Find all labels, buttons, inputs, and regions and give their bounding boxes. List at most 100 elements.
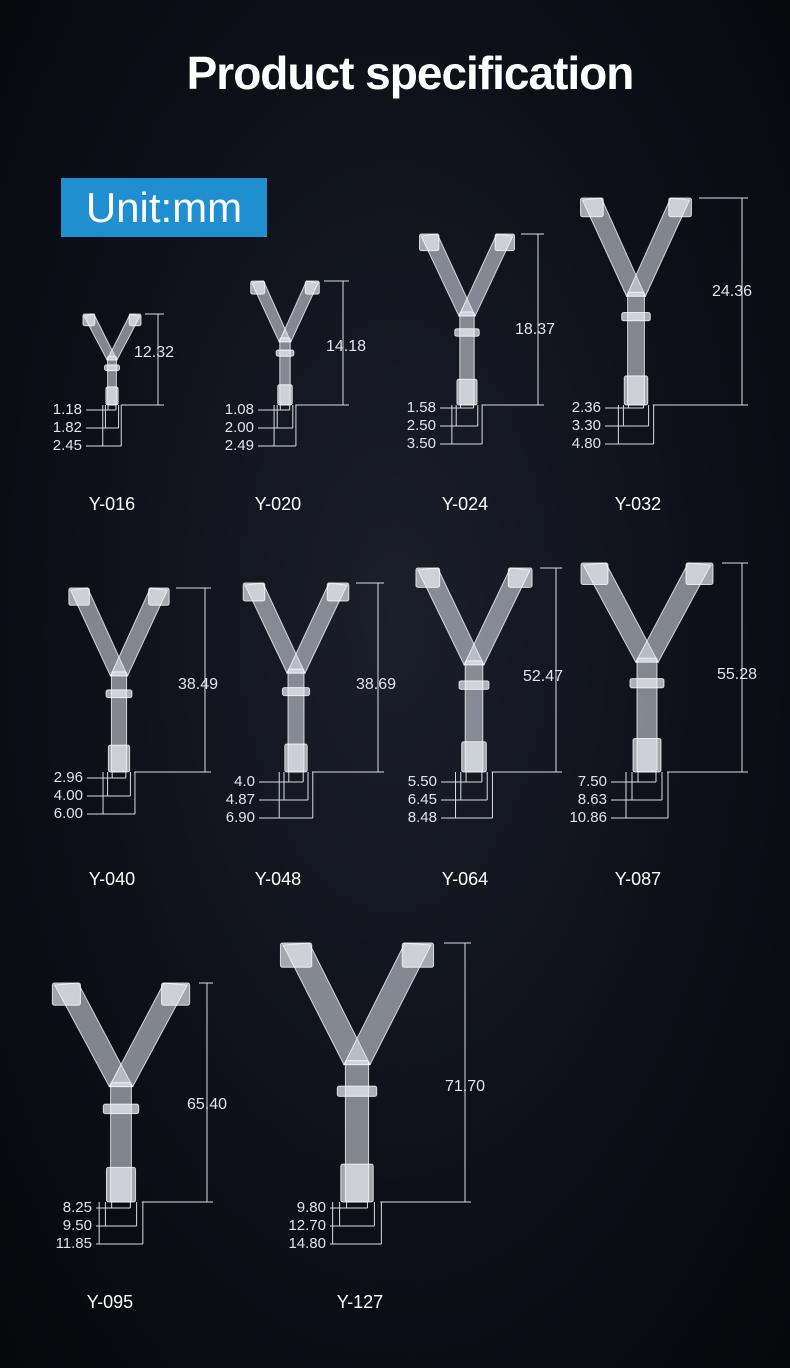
barb-tip bbox=[68, 587, 90, 606]
width-dimension: 9.50 bbox=[62, 1217, 92, 1234]
barb-tip bbox=[415, 567, 441, 588]
width-dimension: 1.82 bbox=[52, 419, 82, 436]
barb-tip bbox=[461, 741, 487, 773]
left-barb bbox=[582, 562, 660, 663]
width-dimension: 7.50 bbox=[577, 773, 607, 790]
barb-tip bbox=[304, 280, 320, 295]
width-dimension: 8.63 bbox=[577, 791, 607, 808]
model-label: Y-087 bbox=[614, 869, 662, 889]
height-dimension: 12.32 bbox=[134, 344, 175, 361]
left-barb bbox=[69, 587, 129, 677]
width-dimension: 4.80 bbox=[571, 435, 601, 452]
left-barb bbox=[83, 313, 118, 361]
barb-tip bbox=[632, 738, 662, 773]
width-dimension: 4.00 bbox=[53, 787, 83, 804]
width-dimension: 11.85 bbox=[55, 1235, 92, 1252]
height-dimension: 24.36 bbox=[712, 283, 753, 300]
model-label: Y-024 bbox=[441, 494, 489, 514]
width-dimension: 4.0 bbox=[234, 773, 255, 790]
barb-tip bbox=[326, 582, 350, 602]
barb-tip bbox=[250, 280, 266, 295]
width-dimension: 2.49 bbox=[224, 437, 254, 454]
right-barb bbox=[625, 197, 691, 297]
right-barb bbox=[286, 582, 348, 674]
right-barb bbox=[634, 562, 712, 663]
width-dimension: 2.45 bbox=[52, 437, 82, 454]
width-dimension: 3.50 bbox=[406, 435, 436, 452]
unit-badge: Unit:mm bbox=[61, 178, 267, 237]
barb-tip bbox=[107, 744, 131, 773]
stem-barb bbox=[107, 355, 117, 406]
left-barb bbox=[53, 982, 134, 1088]
barb-tip bbox=[105, 386, 119, 406]
width-dimension: 14.80 bbox=[288, 1235, 326, 1252]
left-barb bbox=[417, 567, 485, 666]
left-barb bbox=[581, 197, 647, 297]
barb-tip bbox=[401, 942, 435, 968]
model-label: Y-095 bbox=[86, 1292, 134, 1312]
left-barb bbox=[282, 942, 371, 1066]
collar-ring bbox=[105, 689, 133, 699]
height-dimension: 38.49 bbox=[178, 676, 219, 693]
barb-tip bbox=[128, 313, 142, 327]
width-dimension: 9.80 bbox=[296, 1199, 326, 1216]
height-dimension: 18.37 bbox=[515, 321, 556, 338]
collar-ring bbox=[454, 328, 480, 337]
collar-ring bbox=[275, 349, 295, 357]
barb-tip bbox=[494, 233, 516, 252]
barb-tip bbox=[148, 587, 170, 606]
right-barb bbox=[106, 313, 141, 361]
collar-ring bbox=[629, 678, 665, 689]
barb-tip bbox=[685, 562, 714, 585]
right-barb bbox=[463, 567, 531, 666]
left-barb bbox=[244, 582, 306, 674]
page-title: Product specification bbox=[186, 47, 635, 99]
width-dimension: 6.00 bbox=[53, 805, 83, 822]
left-barb bbox=[251, 280, 292, 343]
width-dimension: 1.58 bbox=[406, 399, 436, 416]
model-label: Y-016 bbox=[88, 494, 136, 514]
width-dimension: 2.96 bbox=[53, 769, 83, 786]
barb-tip bbox=[418, 233, 440, 252]
right-barb bbox=[109, 587, 169, 677]
width-dimension: 2.36 bbox=[571, 399, 601, 416]
barb-tip bbox=[161, 982, 191, 1006]
collar-ring bbox=[104, 364, 120, 372]
stem-barb bbox=[459, 311, 475, 406]
barb-tip bbox=[580, 562, 609, 585]
width-dimension: 3.30 bbox=[571, 417, 601, 434]
height-dimension: 55.28 bbox=[717, 666, 758, 683]
barb-tip bbox=[623, 375, 649, 406]
width-dimension: 6.45 bbox=[407, 791, 437, 808]
right-barb bbox=[458, 233, 514, 317]
width-dimension: 2.00 bbox=[224, 419, 254, 436]
width-dimension: 6.90 bbox=[225, 809, 255, 826]
height-dimension: 65.40 bbox=[187, 1096, 228, 1113]
width-dimension: 8.48 bbox=[407, 809, 437, 826]
left-barb bbox=[420, 233, 476, 317]
width-dimension: 2.50 bbox=[406, 417, 436, 434]
width-dimension: 10.86 bbox=[569, 809, 607, 826]
height-dimension: 14.18 bbox=[326, 338, 367, 355]
collar-ring bbox=[281, 687, 311, 697]
collar-ring bbox=[336, 1085, 378, 1097]
stem-barb bbox=[636, 657, 658, 773]
right-barb bbox=[108, 982, 189, 1088]
height-dimension: 38.69 bbox=[356, 676, 397, 693]
barb-tip bbox=[340, 1163, 374, 1203]
model-label: Y-032 bbox=[614, 494, 662, 514]
barb-tip bbox=[580, 197, 604, 218]
width-dimension: 1.08 bbox=[224, 401, 254, 418]
right-barb bbox=[343, 942, 432, 1066]
collar-ring bbox=[102, 1103, 140, 1115]
stem-barb bbox=[464, 660, 484, 773]
stem-barb bbox=[110, 1082, 132, 1203]
width-dimension: 12.70 bbox=[288, 1217, 326, 1234]
barb-tip bbox=[242, 582, 266, 602]
model-label: Y-127 bbox=[336, 1292, 384, 1312]
barb-tip bbox=[668, 197, 692, 218]
stem-barb bbox=[344, 1060, 370, 1203]
height-dimension: 71.70 bbox=[445, 1078, 486, 1095]
model-label: Y-020 bbox=[254, 494, 302, 514]
stem-barb bbox=[627, 291, 645, 406]
